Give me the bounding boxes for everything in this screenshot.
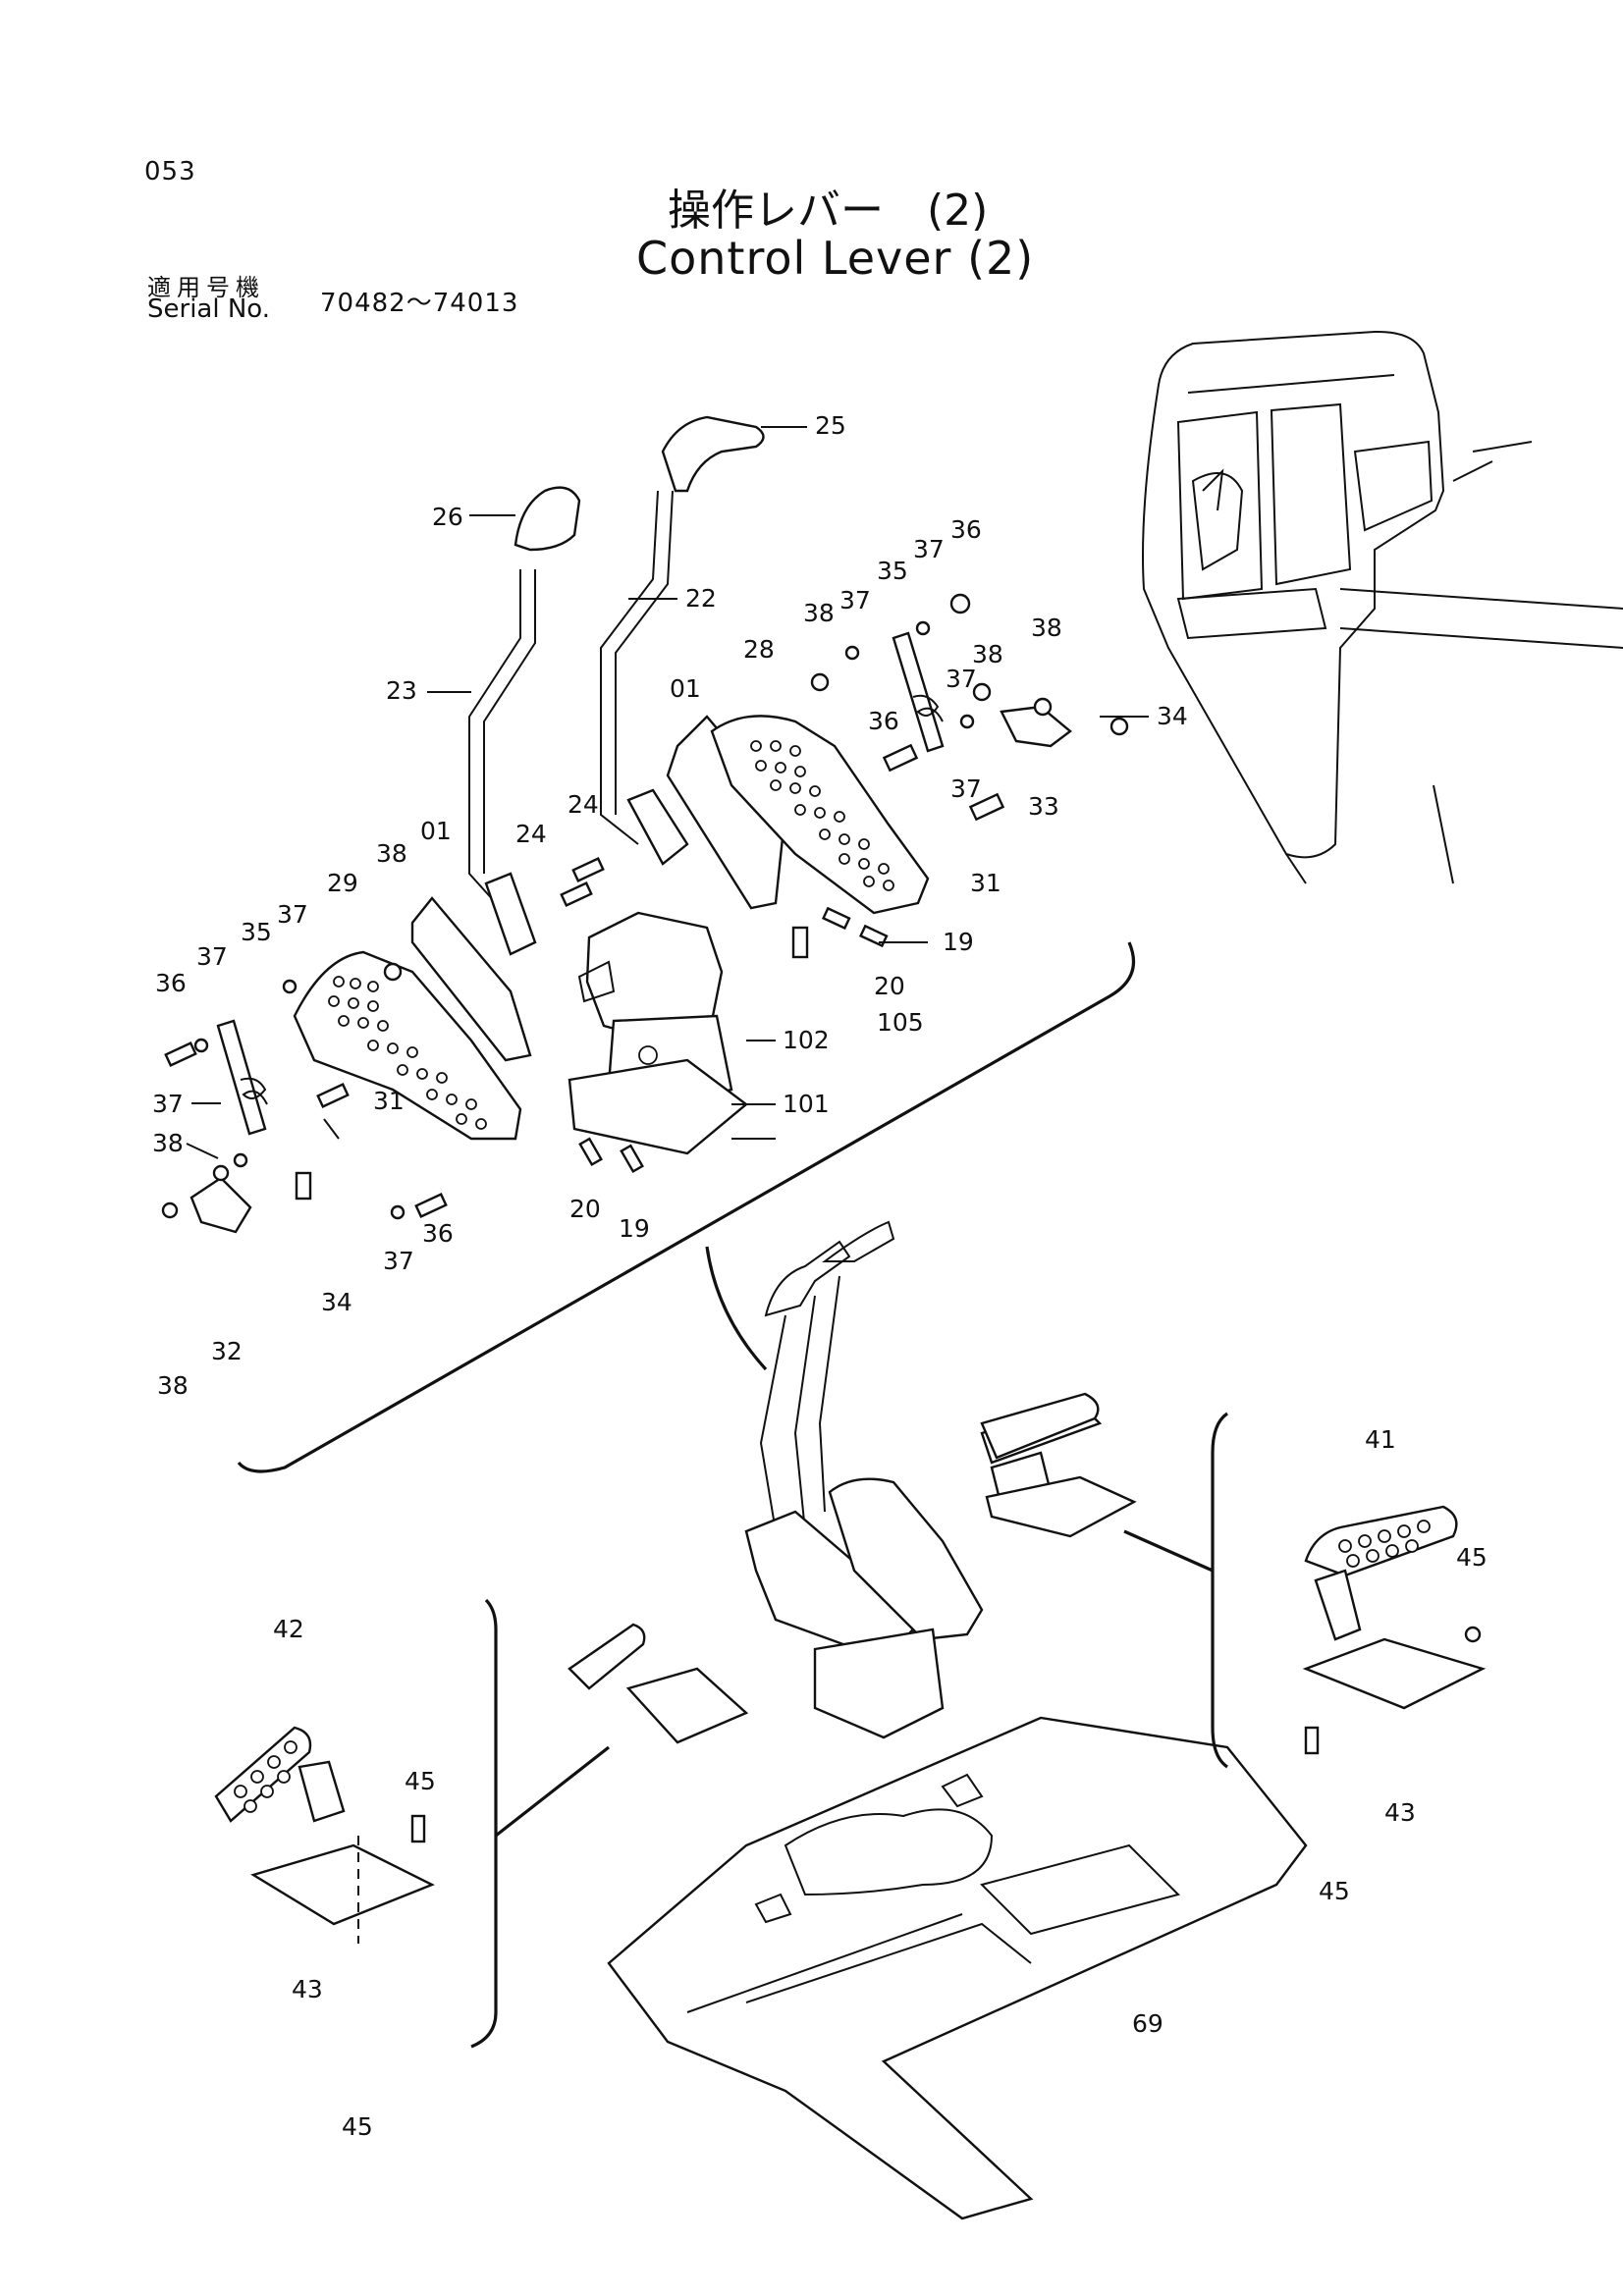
callout-36: 36 — [950, 515, 982, 544]
callout-35b: 35 — [241, 918, 272, 946]
callout-24-upper: 24 — [568, 790, 599, 819]
callout-24-lower: 24 — [515, 820, 547, 848]
callout-19-left: 19 — [619, 1214, 650, 1243]
callout-36b: 36 — [868, 707, 899, 735]
callout-labels: 25 26 22 23 36 37 35 38 37 28 01 38 37 3… — [152, 411, 1488, 2141]
bracket-32 — [189, 1176, 252, 1234]
serial-range: 70482～74013 — [320, 289, 519, 318]
callout-45-left-upper: 45 — [405, 1767, 436, 1795]
callout-69: 69 — [1132, 2009, 1163, 2038]
pilot-valve — [568, 911, 748, 1155]
callout-34-right: 34 — [1157, 702, 1188, 730]
callout-41: 41 — [1365, 1425, 1396, 1454]
callout-37e: 37 — [277, 900, 308, 929]
callout-38f: 38 — [157, 1371, 189, 1400]
callout-101: 101 — [783, 1090, 830, 1118]
callout-38d: 38 — [376, 839, 407, 868]
callout-38e: 38 — [152, 1129, 184, 1157]
callout-34-left: 34 — [321, 1288, 352, 1316]
callout-26: 26 — [432, 503, 463, 531]
callout-33: 33 — [1028, 792, 1059, 821]
bracket-33 — [1000, 705, 1072, 748]
callout-36c: 36 — [155, 969, 187, 997]
callout-36d: 36 — [422, 1219, 454, 1248]
callout-01-left: 01 — [420, 817, 452, 845]
callout-38b: 38 — [972, 640, 1003, 668]
callout-20-right: 20 — [874, 972, 905, 1000]
page-number: 053 — [144, 157, 196, 187]
callout-37c: 37 — [946, 665, 977, 693]
pedal-29 — [293, 896, 532, 1141]
callout-32: 32 — [211, 1337, 243, 1365]
callout-20-left: 20 — [569, 1195, 601, 1223]
leader-lines — [186, 426, 1149, 1159]
callout-35: 35 — [877, 557, 908, 585]
callout-31-right: 31 — [970, 869, 1001, 897]
floor-plate-69 — [607, 1716, 1308, 2220]
lever-22-25 — [600, 415, 765, 866]
title-japanese: 操作レバー (2) — [668, 186, 989, 236]
callout-22: 22 — [685, 584, 717, 613]
callout-37g: 37 — [152, 1090, 184, 1118]
leader-to-assembly — [705, 1246, 768, 1371]
callout-37b: 37 — [839, 586, 871, 614]
callout-105: 105 — [877, 1008, 924, 1037]
floor-pedal-right — [980, 1392, 1487, 1769]
callout-45-right-lower: 45 — [1319, 1877, 1350, 1905]
callout-37f: 37 — [196, 942, 228, 971]
callout-31-left: 31 — [373, 1087, 405, 1115]
callout-25: 25 — [815, 411, 846, 440]
callout-37: 37 — [913, 535, 945, 563]
callout-37d: 37 — [950, 774, 982, 803]
upper-detail-bracket — [237, 941, 1136, 1473]
serial-label-japanese: 適用号機 — [147, 274, 265, 301]
callout-45-right-upper: 45 — [1456, 1543, 1488, 1572]
callout-37h: 37 — [383, 1247, 414, 1275]
floor-pedal-left — [214, 1598, 749, 2049]
pedal-28 — [666, 715, 930, 915]
lever-23-26 — [468, 486, 581, 956]
damper-left — [216, 1019, 268, 1136]
callout-29: 29 — [327, 869, 358, 897]
callout-01-right: 01 — [670, 674, 701, 703]
callout-23: 23 — [386, 676, 417, 705]
title-english: Control Lever (2) — [636, 232, 1035, 285]
callout-43-left: 43 — [292, 1975, 323, 2003]
callout-45-left-lower: 45 — [342, 2112, 373, 2141]
cab-illustration — [1142, 330, 1623, 884]
callout-102: 102 — [783, 1026, 830, 1054]
assembled-view — [744, 1220, 1137, 1739]
callout-42: 42 — [273, 1615, 304, 1643]
callout-28: 28 — [743, 635, 775, 664]
serial-label-english: Serial No. — [147, 294, 270, 324]
callout-38: 38 — [803, 599, 835, 627]
callout-19-right: 19 — [943, 928, 974, 956]
callout-43-right: 43 — [1384, 1798, 1416, 1827]
callout-38c: 38 — [1031, 614, 1062, 642]
damper-right — [892, 631, 945, 753]
fasteners — [161, 593, 1129, 1220]
